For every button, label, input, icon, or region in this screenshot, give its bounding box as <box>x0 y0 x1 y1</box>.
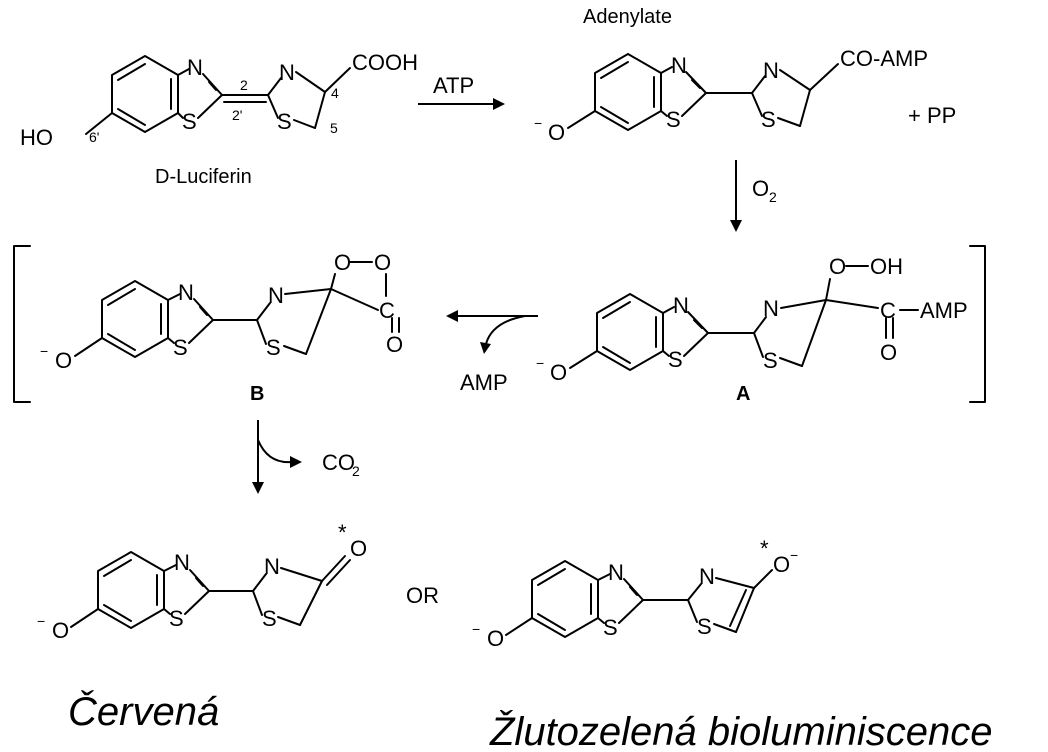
amp-release-step: AMP <box>446 310 538 395</box>
red-emission-caption: Červená <box>68 689 219 734</box>
dioxetanone-b-s1: S <box>173 335 188 360</box>
dioxetanone-b-label: B <box>250 383 264 405</box>
d-luciferin-structure: N S N S COOH HO 2 2' 4 5 6' D-Luciferin <box>20 50 418 188</box>
dioxetanone-b-ring-c: C <box>379 298 395 323</box>
oxyluciferin-keto-n1: N <box>174 550 190 575</box>
dioxetanone-b-n2: N <box>268 283 284 308</box>
yellow-green-emission-caption: Žlutozelená bioluminiscence <box>489 709 993 752</box>
dioxetanone-b-oxygen: O <box>55 348 72 373</box>
dioxetanone-b-n1: N <box>178 280 194 305</box>
adenylate-charge: − <box>534 115 542 131</box>
o2-step: O 2 <box>730 160 777 232</box>
oxyluciferin-keto-n2: N <box>264 554 280 579</box>
intermediate-a-structure: N S N S O OH C O AMP O − A <box>536 245 986 405</box>
luciferin-n1: N <box>187 55 203 80</box>
locant-2: 2 <box>240 77 248 93</box>
oxyluciferin-enol-s1: S <box>603 615 618 640</box>
luciferin-s1: S <box>182 109 197 134</box>
adenylate-bonds <box>567 53 839 131</box>
co2-subscript: 2 <box>352 463 360 479</box>
or-separator: OR <box>406 583 439 608</box>
oxyluciferin-enol-s2: S <box>697 614 712 639</box>
adenylate-structure: Adenylate N S N S CO-AMP O − + PP <box>534 6 956 145</box>
adenylate-s1: S <box>666 107 681 132</box>
dioxetanone-b-ring-o1: O <box>334 250 351 275</box>
oxyluciferin-enol-n2: N <box>699 564 715 589</box>
oxyluciferin-enol-charge: − <box>472 621 480 637</box>
oxyluciferin-enol-bonds <box>505 560 773 638</box>
luciferin-n2: N <box>279 60 295 85</box>
intermediate-a-n2: N <box>763 296 779 321</box>
intermediate-a-oh: OH <box>870 254 903 279</box>
dioxetanone-b-carbonyl-o: O <box>386 332 403 357</box>
luciferin-s2: S <box>277 109 292 134</box>
dioxetanone-b-charge: − <box>40 343 48 359</box>
locant-4: 4 <box>331 85 339 101</box>
intermediate-a-s2: S <box>763 348 778 373</box>
oxyluciferin-keto-s1: S <box>169 606 184 631</box>
intermediate-a-carbonyl-o: O <box>880 340 897 365</box>
o2-reagent: O <box>752 176 769 201</box>
dioxetanone-b-bonds <box>74 261 400 358</box>
right-bracket <box>969 245 986 403</box>
oxyluciferin-keto-structure: N S N S O * O − <box>37 520 367 643</box>
intermediate-a-peroxide-o: O <box>829 254 846 279</box>
luciferin-cooh: COOH <box>352 50 418 75</box>
dioxetanone-b-structure: N S N S O O C O O − B <box>13 245 403 405</box>
intermediate-a-oxygen: O <box>550 360 567 385</box>
oxyluciferin-enol-n1: N <box>608 560 624 585</box>
intermediate-a-carbonyl-c: C <box>880 298 896 323</box>
oxyluciferin-enol-oxygen: O <box>773 552 790 577</box>
dioxetanone-b-ring-o2: O <box>374 250 391 275</box>
dioxetanone-b-s2: S <box>266 335 281 360</box>
oxyluciferin-keto-oxygen: O <box>350 536 367 561</box>
oxyluciferin-keto-excited-star: * <box>338 520 347 545</box>
locant-6-prime: 6' <box>89 129 99 145</box>
adenylate-label: Adenylate <box>583 6 672 28</box>
oxyluciferin-enol-phenolate-o: O <box>487 626 504 651</box>
intermediate-a-label: A <box>736 383 750 405</box>
adenylate-oxygen: O <box>548 120 565 145</box>
luciferin-bonds <box>85 55 351 135</box>
adenylate-co-amp: CO-AMP <box>840 46 928 71</box>
oxyluciferin-enol-structure: N S N S O − * O − <box>472 536 798 651</box>
intermediate-a-amp: AMP <box>920 298 968 323</box>
oxyluciferin-enol-enolate-charge: − <box>790 547 798 563</box>
adenylate-s2: S <box>761 107 776 132</box>
o2-subscript: 2 <box>769 189 777 205</box>
luciferin-ho: HO <box>20 125 53 150</box>
oxyluciferin-keto-phenolate-o: O <box>52 618 69 643</box>
d-luciferin-label: D-Luciferin <box>155 166 252 188</box>
left-bracket <box>13 245 31 403</box>
co2-release-step: CO 2 <box>252 420 360 494</box>
oxyluciferin-enol-excited-star: * <box>760 536 769 561</box>
amp-leaving-group: AMP <box>460 370 508 395</box>
intermediate-a-bonds <box>569 265 919 371</box>
intermediate-a-s1: S <box>668 347 683 372</box>
co2-byproduct: CO <box>322 450 355 475</box>
oxyluciferin-keto-charge: − <box>37 613 45 629</box>
intermediate-a-n1: N <box>673 293 689 318</box>
oxyluciferin-keto-bonds <box>70 551 351 629</box>
locant-5: 5 <box>330 120 338 136</box>
adenylate-n2: N <box>763 58 779 83</box>
atp-reagent: ATP <box>433 73 474 98</box>
intermediate-a-charge: − <box>536 355 544 371</box>
pp-byproduct: + PP <box>908 103 956 128</box>
locant-2-prime: 2' <box>232 107 242 123</box>
adenylate-n1: N <box>671 53 687 78</box>
atp-step: ATP <box>418 73 505 110</box>
oxyluciferin-keto-s2: S <box>262 606 277 631</box>
